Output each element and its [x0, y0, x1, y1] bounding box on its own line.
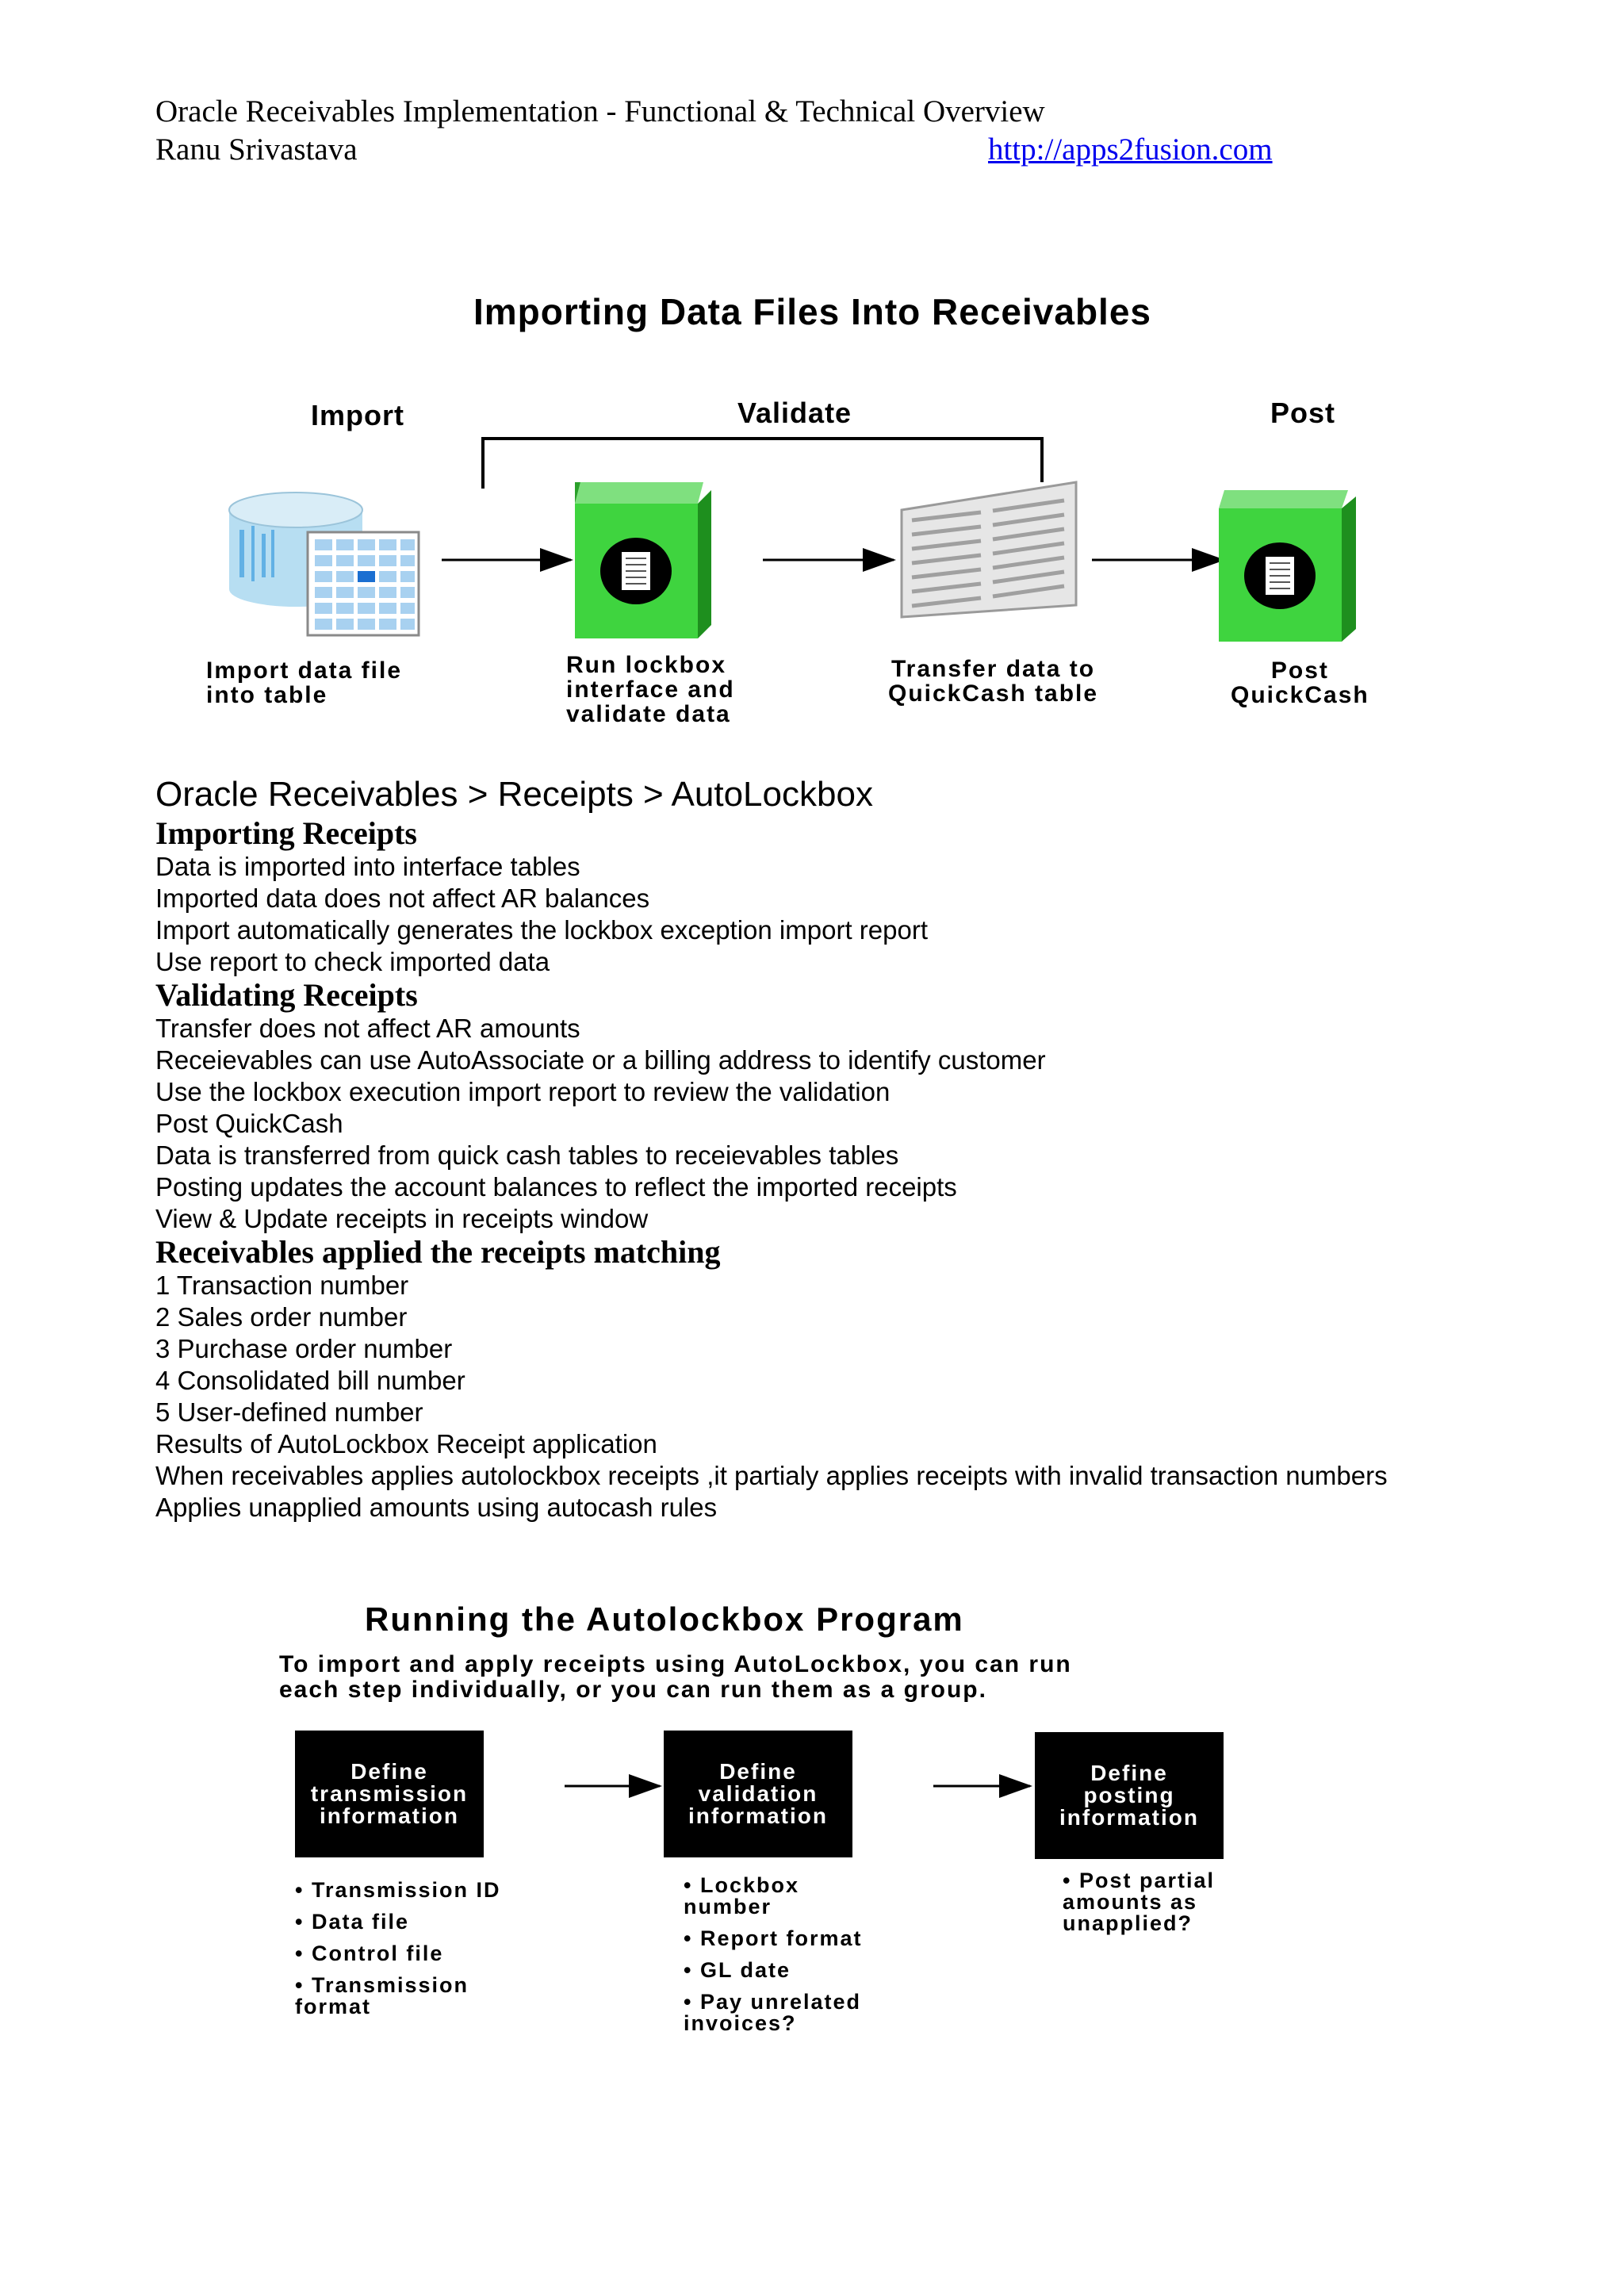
list-item: • Post partial amounts as unapplied? — [1063, 1870, 1215, 1934]
quickcash-table-icon — [902, 482, 1076, 617]
autolockbox-notes: Oracle Receivables > Receipts > AutoLock… — [155, 773, 1583, 1524]
list-item: • Transmission format — [295, 1975, 501, 2018]
list-item: Use report to check imported data — [155, 946, 1583, 978]
list-item: Use the lockbox execution import report … — [155, 1076, 1583, 1108]
author-name: Ranu Srivastava — [155, 132, 358, 167]
list-item: • GL date — [684, 1960, 862, 1981]
post-quickcash-cube-icon — [1219, 490, 1356, 642]
section-heading: Importing Receipts — [155, 816, 1583, 851]
section-heading: Receivables applied the receipts matchin… — [155, 1235, 1583, 1270]
section-heading: Validating Receipts — [155, 978, 1583, 1013]
list-item: Transfer does not affect AR amounts — [155, 1013, 1583, 1045]
list-item: Data is transferred from quick cash tabl… — [155, 1140, 1583, 1171]
validation-bullets: • Lockbox number • Report format • GL da… — [684, 1875, 862, 2045]
list-item: • Transmission ID — [295, 1880, 501, 1901]
autolockbox-program-figure: Running the Autolockbox Program To impor… — [152, 1559, 1473, 2051]
list-item: Post QuickCash — [155, 1108, 1583, 1140]
website-link[interactable]: http://apps2fusion.com — [988, 132, 1273, 167]
list-item: 2 Sales order number — [155, 1301, 1583, 1333]
list-item: 3 Purchase order number — [155, 1333, 1583, 1365]
list-item: View & Update receipts in receipts windo… — [155, 1203, 1583, 1235]
table-grid-icon — [308, 532, 419, 635]
list-item: 5 User-defined number — [155, 1397, 1583, 1428]
list-item: Imported data does not affect AR balance… — [155, 883, 1583, 914]
breadcrumb: Oracle Receivables > Receipts > AutoLock… — [155, 773, 1583, 816]
list-item: Applies unapplied amounts using autocash… — [155, 1492, 1583, 1524]
list-item: • Data file — [295, 1911, 501, 1933]
lockbox-cube-icon — [575, 482, 711, 638]
list-item: 1 Transaction number — [155, 1270, 1583, 1301]
list-item: • Pay unrelated invoices? — [684, 1991, 862, 2034]
posting-bullets: • Post partial amounts as unapplied? — [1063, 1870, 1215, 1945]
list-item: When receivables applies autolockbox rec… — [155, 1460, 1583, 1492]
importing-data-figure: Importing Data Files Into Receivables Im… — [152, 244, 1473, 736]
list-item: • Report format — [684, 1928, 862, 1949]
list-item: • Control file — [295, 1943, 501, 1964]
list-item: • Lockbox number — [684, 1875, 862, 1918]
list-item: Posting updates the account balances to … — [155, 1171, 1583, 1203]
validate-bracket — [483, 439, 1042, 489]
document-title: Oracle Receivables Implementation - Func… — [155, 94, 1045, 129]
list-item: Data is imported into interface tables — [155, 851, 1583, 883]
list-item: Results of AutoLockbox Receipt applicati… — [155, 1428, 1583, 1460]
list-item: Import automatically generates the lockb… — [155, 914, 1583, 946]
transmission-bullets: • Transmission ID • Data file • Control … — [295, 1880, 501, 2028]
list-item: 4 Consolidated bill number — [155, 1365, 1583, 1397]
list-item: Receievables can use AutoAssociate or a … — [155, 1045, 1583, 1076]
